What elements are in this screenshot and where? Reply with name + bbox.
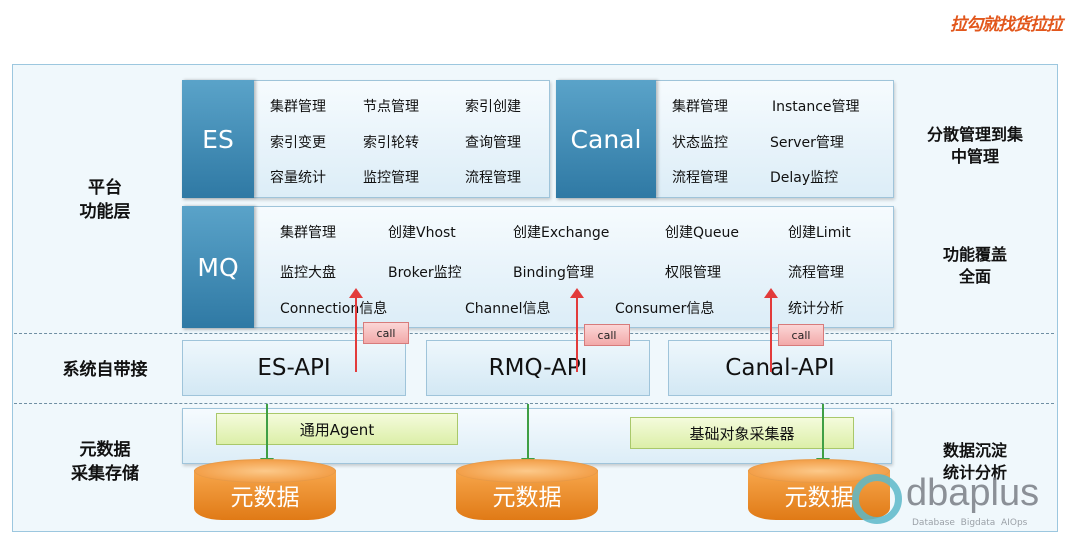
canal-item: 状态监控 xyxy=(672,135,728,151)
mq-item: 流程管理 xyxy=(788,265,844,281)
mq-item: 创建Vhost xyxy=(388,225,456,241)
es-item: 监控管理 xyxy=(363,170,419,186)
canal-item: Instance管理 xyxy=(772,99,860,115)
mq-item: 创建Limit xyxy=(788,225,851,241)
mq-item: Consumer信息 xyxy=(615,301,715,317)
mq-item: Connection信息 xyxy=(280,301,388,317)
rmq-api-box: RMQ-API xyxy=(426,340,650,396)
brand-logo: 拉勾就找货拉拉 xyxy=(950,15,1063,35)
call-arrow-up xyxy=(764,288,778,372)
metadata-storage-cylinder: 元数据 xyxy=(194,459,336,520)
storage-label: 元数据 xyxy=(492,485,562,511)
watermark-tagline: Database Bigdata AIOps xyxy=(912,518,1028,528)
canal-api-box: Canal-API xyxy=(668,340,892,396)
mq-item: 权限管理 xyxy=(665,265,721,281)
call-arrow-up xyxy=(570,288,584,372)
canal-tag: Canal xyxy=(556,80,656,198)
canal-item: 集群管理 xyxy=(672,99,728,115)
mq-item: Binding管理 xyxy=(513,265,594,281)
mq-item: Channel信息 xyxy=(465,301,551,317)
note-coverage: 功能覆盖 全面 xyxy=(942,245,1007,286)
agent-box: 通用Agent xyxy=(216,413,458,445)
es-item: 索引创建 xyxy=(465,99,521,115)
canal-item: Delay监控 xyxy=(770,170,839,186)
layer-label-platform: 平台 功能层 xyxy=(79,178,131,222)
call-tag: call xyxy=(363,322,409,344)
call-tag: call xyxy=(584,324,630,346)
note-analytics: 数据沉淀 统计分析 xyxy=(942,441,1007,482)
es-api-box: ES-API xyxy=(182,340,406,396)
mq-item: 创建Queue xyxy=(665,225,739,241)
mq-tag: MQ xyxy=(182,206,254,328)
storage-label: 元数据 xyxy=(784,485,854,511)
es-item: 节点管理 xyxy=(363,99,419,115)
base-collector-box: 基础对象采集器 xyxy=(630,417,854,449)
mq-item: 统计分析 xyxy=(788,301,844,317)
collect-arrow-down xyxy=(521,404,535,468)
canal-item: Server管理 xyxy=(770,135,844,151)
watermark-name: dbaplus xyxy=(906,472,1040,514)
canal-item: 流程管理 xyxy=(672,170,728,186)
mq-panel xyxy=(182,206,894,328)
mq-item: Broker监控 xyxy=(388,265,462,281)
layer-divider-2 xyxy=(14,403,1054,404)
call-tag: call xyxy=(778,324,824,346)
es-item: 查询管理 xyxy=(465,135,521,151)
collect-arrow-down xyxy=(260,404,274,468)
layer-label-system: 系统自带接 xyxy=(62,360,148,380)
mq-item: 创建Exchange xyxy=(513,225,610,241)
metadata-storage-cylinder: 元数据 xyxy=(456,459,598,520)
storage-label: 元数据 xyxy=(230,485,300,511)
es-item: 容量统计 xyxy=(270,170,326,186)
note-centralized: 分散管理到集 中管理 xyxy=(926,125,1023,166)
es-tag: ES xyxy=(182,80,254,198)
layer-label-meta: 元数据 采集存储 xyxy=(71,440,139,484)
call-arrow-up xyxy=(349,288,363,372)
collect-arrow-down xyxy=(816,404,830,468)
es-item: 流程管理 xyxy=(465,170,521,186)
watermark-logo-icon xyxy=(852,474,902,524)
es-item: 索引变更 xyxy=(270,135,326,151)
mq-item: 监控大盘 xyxy=(280,265,336,281)
layer-divider-1 xyxy=(14,333,1054,334)
mq-item: 集群管理 xyxy=(280,225,336,241)
es-item: 集群管理 xyxy=(270,99,326,115)
es-item: 索引轮转 xyxy=(363,135,419,151)
